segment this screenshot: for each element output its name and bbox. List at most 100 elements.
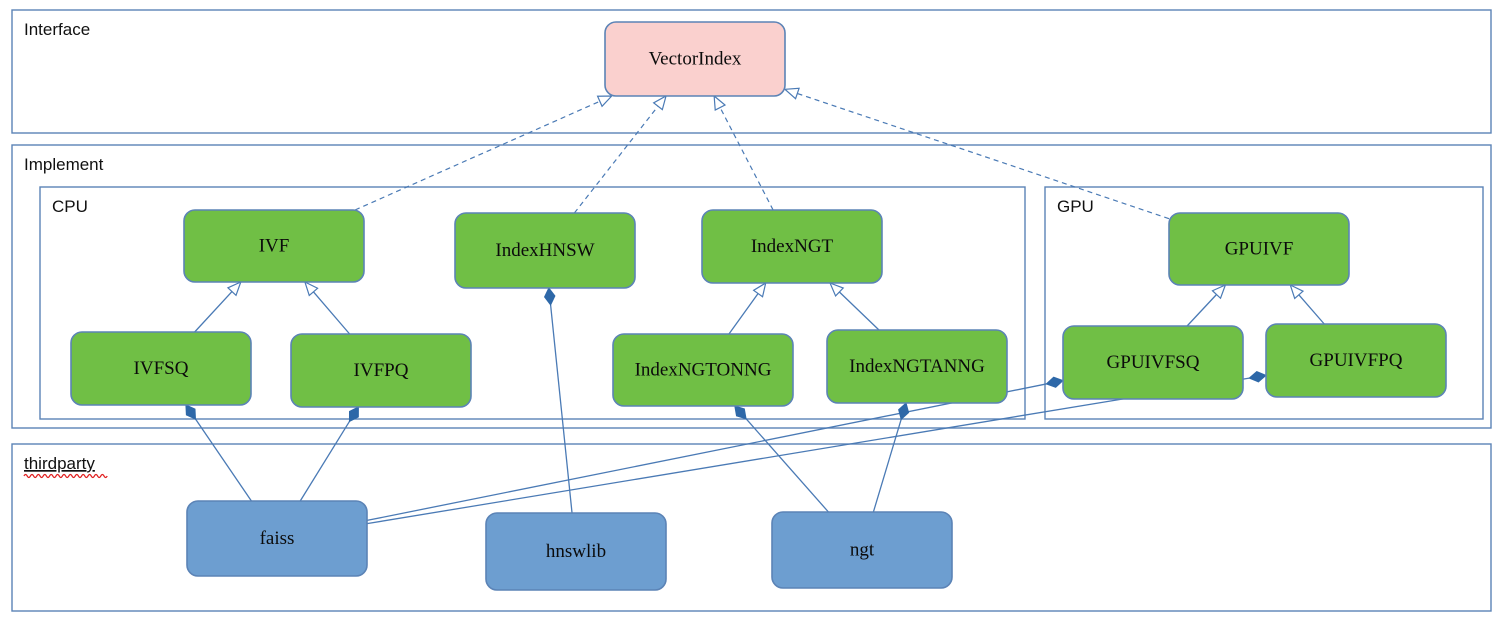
edge-line-ivfpq-ivf <box>312 291 351 335</box>
edge-arrowhead-faiss-ivfpq <box>348 406 359 423</box>
node-label-ngt: ngt <box>850 539 875 560</box>
node-label-hnswlib: hnswlib <box>546 541 606 562</box>
edge-line-gpuivf-vectorindex <box>797 92 1170 220</box>
node-indexngt[interactable]: IndexNGT <box>701 209 883 284</box>
node-hnswlib[interactable]: hnswlib <box>485 512 667 591</box>
edge-arrowhead-indexngtonng-indexngt <box>752 281 767 298</box>
node-box-gpuivfsq[interactable] <box>1062 325 1244 400</box>
spellcheck-squiggle-thirdparty <box>23 473 108 479</box>
node-ivfpq[interactable]: IVFPQ <box>290 333 472 408</box>
edge-arrowhead-ivfpq-ivf <box>303 280 319 297</box>
node-box-gpuivfpq[interactable] <box>1265 323 1447 398</box>
edge-line-indexhnsw-vectorindex <box>573 105 659 214</box>
edge-arrowhead-faiss-gpuivfsq <box>1045 376 1064 388</box>
edge-line-faiss-ivfsq <box>194 418 252 502</box>
node-label-gpuivfpq: GPUIVFPQ <box>1310 350 1403 371</box>
node-label-indexngtanng: IndexNGTANNG <box>849 356 985 377</box>
node-vectorindex[interactable]: VectorIndex <box>604 21 786 97</box>
edge-arrowhead-hnswlib-indexhnsw <box>543 287 556 306</box>
edge-line-ngt-indexngtanng <box>872 419 902 513</box>
edge-line-gpuivfpq-gpuivf <box>1298 294 1325 325</box>
edge-line-indexngtonng-indexngt <box>728 293 759 335</box>
edge-line-faiss-ivfpq <box>299 421 351 502</box>
edge-ivfsq-ivf <box>194 280 242 333</box>
edge-arrowhead-ngt-indexngtonng <box>734 405 747 420</box>
edge-line-gpuivfsq-gpuivf <box>1186 294 1217 327</box>
edge-line-faiss-gpuivfsq <box>366 383 1047 522</box>
group-label-interface: Interface <box>24 20 90 39</box>
node-gpuivfpq[interactable]: GPUIVFPQ <box>1265 323 1447 398</box>
node-box-ngt[interactable] <box>771 511 953 589</box>
node-faiss[interactable]: faiss <box>186 500 368 577</box>
edge-line-indexngt-vectorindex <box>719 107 774 211</box>
edge-line-faiss-gpuivfpq <box>366 377 1250 525</box>
node-box-indexhnsw[interactable] <box>454 212 636 289</box>
node-box-vectorindex[interactable] <box>604 21 786 97</box>
node-label-gpuivfsq: GPUIVFSQ <box>1107 352 1200 373</box>
edge-gpuivf-vectorindex <box>783 87 1170 220</box>
node-box-ivfpq[interactable] <box>290 333 472 408</box>
edge-arrowhead-faiss-gpuivfpq <box>1248 371 1267 383</box>
group-label-thirdparty: thirdparty <box>24 454 95 473</box>
node-indexhnsw[interactable]: IndexHNSW <box>454 212 636 289</box>
edge-ngt-indexngtonng <box>734 405 829 513</box>
node-gpuivfsq[interactable]: GPUIVFSQ <box>1062 325 1244 400</box>
edge-faiss-gpuivfpq <box>366 371 1267 525</box>
node-ngt[interactable]: ngt <box>771 511 953 589</box>
edge-faiss-gpuivfsq <box>366 376 1064 522</box>
edge-ngt-indexngtanng <box>872 402 910 513</box>
node-box-faiss[interactable] <box>186 500 368 577</box>
node-gpuivf[interactable]: GPUIVF <box>1168 212 1350 286</box>
node-box-ivfsq[interactable] <box>70 331 252 406</box>
node-label-indexngt: IndexNGT <box>751 236 834 257</box>
node-label-ivfpq: IVFPQ <box>354 360 409 381</box>
edge-faiss-ivfpq <box>299 406 359 502</box>
node-label-vectorindex: VectorIndex <box>649 48 742 69</box>
group-label-cpu: CPU <box>52 197 88 216</box>
edge-hnswlib-indexhnsw <box>543 287 573 514</box>
edge-arrowhead-indexngt-vectorindex <box>713 94 727 112</box>
edge-arrowhead-faiss-ivfsq <box>185 404 197 420</box>
node-indexngtanng[interactable]: IndexNGTANNG <box>826 329 1008 404</box>
edge-indexhnsw-vectorindex <box>573 94 667 214</box>
node-box-indexngtonng[interactable] <box>612 333 794 407</box>
edge-gpuivfsq-gpuivf <box>1186 283 1227 327</box>
edges-layer <box>185 87 1325 525</box>
group-label-implement: Implement <box>24 155 104 174</box>
edge-line-ivfsq-ivf <box>194 291 233 333</box>
node-label-indexhnsw: IndexHNSW <box>495 240 594 261</box>
edge-arrowhead-indexngtanng-indexngt <box>828 281 845 298</box>
edge-arrowhead-ivfsq-ivf <box>226 280 242 297</box>
edge-indexngtanng-indexngt <box>828 281 880 331</box>
node-box-indexngt[interactable] <box>701 209 883 284</box>
edge-gpuivfpq-gpuivf <box>1289 283 1325 325</box>
edge-ivf-vectorindex <box>354 95 614 211</box>
edge-arrowhead-gpuivfsq-gpuivf <box>1211 283 1227 300</box>
edge-arrowhead-ivf-vectorindex <box>596 95 614 108</box>
edge-arrowhead-indexhnsw-vectorindex <box>652 94 667 111</box>
edge-indexngtonng-indexngt <box>728 281 767 335</box>
node-box-ivf[interactable] <box>183 209 365 283</box>
node-label-indexngtonng: IndexNGTONNG <box>635 359 772 380</box>
edge-arrowhead-ngt-indexngtanng <box>898 402 910 421</box>
node-ivf[interactable]: IVF <box>183 209 365 283</box>
edge-indexngt-vectorindex <box>713 94 774 211</box>
node-label-faiss: faiss <box>260 528 295 549</box>
node-label-ivfsq: IVFSQ <box>134 358 189 379</box>
edge-line-indexngtanng-indexngt <box>838 291 880 331</box>
edge-arrowhead-gpuivfpq-gpuivf <box>1289 283 1305 300</box>
node-box-gpuivf[interactable] <box>1168 212 1350 286</box>
group-label-gpu: GPU <box>1057 197 1094 216</box>
node-indexngtonng[interactable]: IndexNGTONNG <box>612 333 794 407</box>
edge-faiss-ivfsq <box>185 404 252 502</box>
node-label-gpuivf: GPUIVF <box>1225 238 1294 259</box>
edge-ivfpq-ivf <box>303 280 351 335</box>
edge-arrowhead-gpuivf-vectorindex <box>783 87 800 100</box>
edge-line-hnswlib-indexhnsw <box>549 304 573 514</box>
node-ivfsq[interactable]: IVFSQ <box>70 331 252 406</box>
edge-line-ngt-indexngtonng <box>745 418 829 513</box>
node-box-hnswlib[interactable] <box>485 512 667 591</box>
node-box-indexngtanng[interactable] <box>826 329 1008 404</box>
